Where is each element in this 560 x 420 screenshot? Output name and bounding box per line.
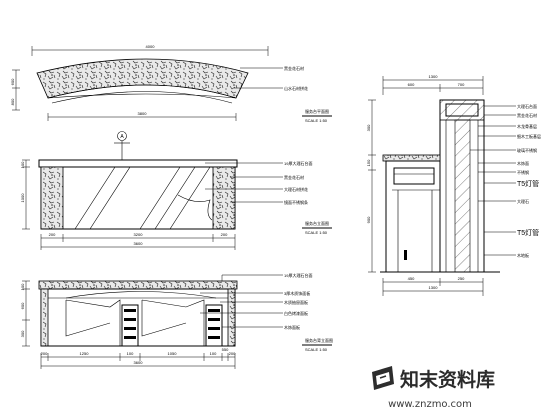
section-view: 1300 600 700 300 150 900 [366, 74, 541, 296]
back-label-4: 白色烤漆面板 [284, 310, 308, 316]
section-label-10: T5灯管 [517, 228, 539, 237]
back-label-2: 3厚木质饰面板 [284, 290, 310, 296]
section-label-7: 不锈钢 [517, 169, 529, 175]
plan-left-dim-2: 800 [10, 98, 15, 105]
section-counter-top [382, 154, 441, 162]
plan-top-dim: 4000 [146, 44, 156, 49]
section-top-dim-1: 600 [408, 82, 415, 87]
plan-label-1: 黑金花石材 [284, 65, 304, 71]
front-left-dim-2: 1000 [20, 193, 25, 203]
front-elevation: A 100 1000 200 3200 [20, 131, 332, 250]
front-label-3: 大理石材拼花 [284, 186, 308, 192]
back-label-1: 19厚大理石台面 [284, 272, 312, 278]
back-bottom-dim-1: 200 [41, 351, 48, 356]
back-left-dim-2: 600 [20, 302, 25, 309]
front-label-2: 黑金花石材 [284, 174, 304, 180]
section-top-total: 1300 [429, 74, 439, 79]
back-bottom-dim-7: 200 [229, 351, 236, 356]
back-left-dim-1: 100 [20, 283, 25, 290]
back-label-5: 木饰面板 [284, 324, 300, 330]
section-top-dim-2: 700 [458, 82, 465, 87]
front-label-1: 19厚大理石台面 [284, 160, 312, 166]
back-elevation: 100 600 300 200 1250 100 1050 100 550 20… [20, 272, 333, 369]
section-label-1: 大理石台面 [517, 103, 537, 109]
plan-scale: SCALE 1:50 [305, 118, 328, 123]
section-left-dim-3: 900 [366, 216, 371, 223]
plan-left-dim-1: 600 [10, 78, 15, 85]
front-left-marble [40, 166, 64, 230]
back-bottom-dim-6: 550 [222, 347, 229, 352]
plan-label-2: 山水石材拼花 [284, 85, 308, 91]
plan-counter-top [36, 58, 249, 99]
plan-title: 服务台平面图 [305, 108, 329, 114]
front-scale: SCALE 1:50 [305, 230, 328, 235]
section-label-11: 木地板 [517, 252, 529, 258]
section-label-9: 大理石 [517, 198, 529, 204]
section-bottom-dim-1: 450 [408, 276, 415, 281]
plan-bottom-dim: 3800 [138, 111, 148, 116]
front-bottom-dim-1: 200 [49, 232, 56, 237]
front-right-marble [212, 166, 236, 230]
front-bottom-dim-3: 200 [221, 232, 228, 237]
section-label-4: 细木工板基层 [517, 133, 541, 139]
front-total-dim: 3600 [134, 241, 144, 246]
front-title: 服务台立面图 [305, 220, 329, 226]
plan-view: 4000 600 800 3800 黑金花石材 山水石材拼花 服务台平面图 SC… [10, 44, 332, 123]
back-left-dim-3: 300 [20, 330, 25, 337]
section-left-dim-1: 300 [366, 124, 371, 131]
section-left-dim-2: 150 [366, 159, 371, 166]
section-marker: A [120, 134, 124, 140]
front-label-4: 镜面不锈钢条 [284, 199, 308, 205]
front-left-dim-1: 100 [20, 161, 25, 168]
section-label-8: T5灯管 [517, 179, 539, 188]
front-bottom-dim-2: 3200 [134, 232, 144, 237]
back-drawer-stack-right [205, 304, 223, 347]
section-bottom-dim-2: 250 [458, 276, 465, 281]
back-bottom-dim-2: 1250 [80, 351, 90, 356]
back-scale: SCALE 1:50 [305, 347, 328, 352]
front-glass-panel [74, 166, 213, 230]
section-bottom-total: 1300 [429, 285, 439, 290]
back-total-dim: 3600 [134, 360, 144, 365]
back-label-3: 木质抽屉面板 [284, 299, 308, 305]
back-bottom-dim-4: 1050 [168, 351, 178, 356]
section-label-3: 木龙骨基层 [517, 123, 537, 129]
watermark-url: www.znzmo.com [388, 399, 472, 410]
watermark-logo-icon [372, 366, 394, 390]
section-label-6: 木饰面 [517, 160, 529, 166]
section-label-5: 玻璃不锈钢 [517, 147, 537, 153]
back-bottom-dim-3: 100 [127, 351, 134, 356]
back-counter-top [38, 280, 238, 290]
watermark-brand: 知末资料库 [400, 368, 495, 391]
back-drawer-stack-left [121, 304, 139, 347]
back-title: 服务台背立面图 [305, 337, 333, 343]
back-bottom-dim-5: 100 [210, 351, 217, 356]
section-label-2: 黑金花石材 [517, 112, 537, 118]
watermark: 知末资料库 www.znzmo.com [372, 366, 495, 410]
